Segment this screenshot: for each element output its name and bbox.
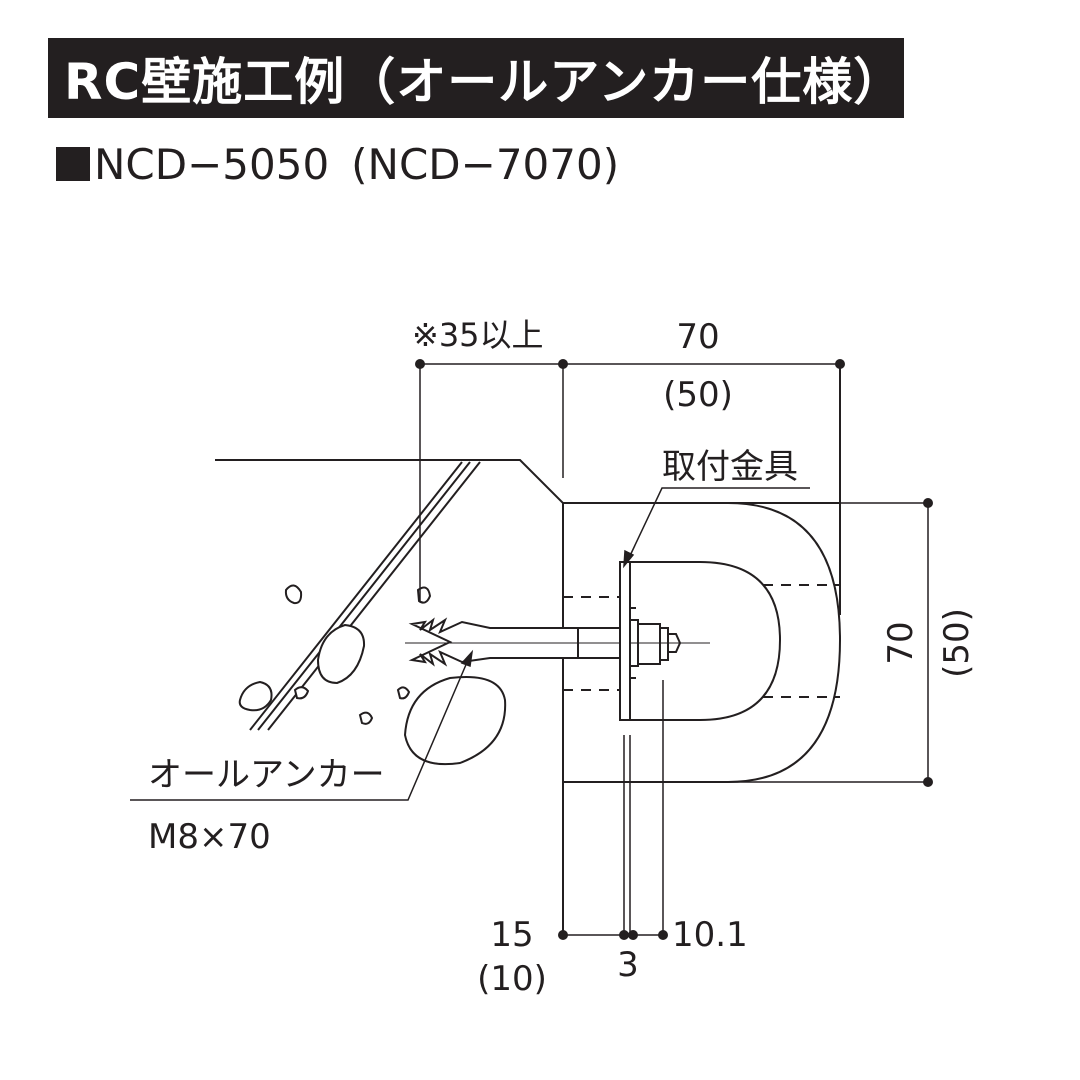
anchor-size-label: M8×70 [148, 817, 271, 857]
bracket-label: 取付金具 [662, 447, 798, 487]
anchor-arrow [460, 649, 474, 668]
top-width-label: 70 [676, 317, 719, 357]
handrail-outer [727, 502, 842, 783]
wall-structure [215, 459, 840, 935]
bottom-plate-label: 3 [617, 945, 639, 985]
nut-top [659, 627, 669, 661]
bottom-offset-label: 15 [490, 915, 533, 955]
wall-top-edge [215, 459, 564, 935]
title-banner: RC壁施工例（オールアンカー仕様） [48, 38, 904, 118]
anchor-bolt [405, 617, 710, 667]
anchor-label: オールアンカー [148, 755, 385, 795]
page-title: RC壁施工例（オールアンカー仕様） [64, 53, 905, 111]
anchor-wedge [408, 617, 579, 667]
bracket-leader [627, 487, 810, 561]
handrail [563, 364, 842, 783]
dimension-lines [419, 363, 929, 936]
top-width-alt-label: (50) [663, 375, 733, 415]
dimension-dots [415, 359, 933, 940]
bottom-right-label: 10.1 [672, 915, 748, 955]
leader-lines [130, 487, 810, 801]
model-primary: NCD−5050 [94, 139, 330, 189]
min-distance-label: ※35以上 [412, 316, 544, 354]
model-alternate: (NCD−7070) [351, 139, 620, 189]
model-line: NCD−5050 (NCD−7070) [56, 138, 619, 190]
handrail-inner [630, 561, 782, 721]
break-lines [249, 461, 481, 731]
nut [637, 623, 661, 665]
square-bullet-icon [56, 147, 90, 181]
bracket-arrow [623, 549, 635, 569]
right-height-label: 70 [881, 621, 921, 664]
right-height-alt-label: (50) [937, 608, 977, 678]
bottom-offset-alt-label: (10) [477, 959, 547, 999]
anchor-leader [130, 659, 469, 801]
aggregate-stones [238, 584, 507, 766]
